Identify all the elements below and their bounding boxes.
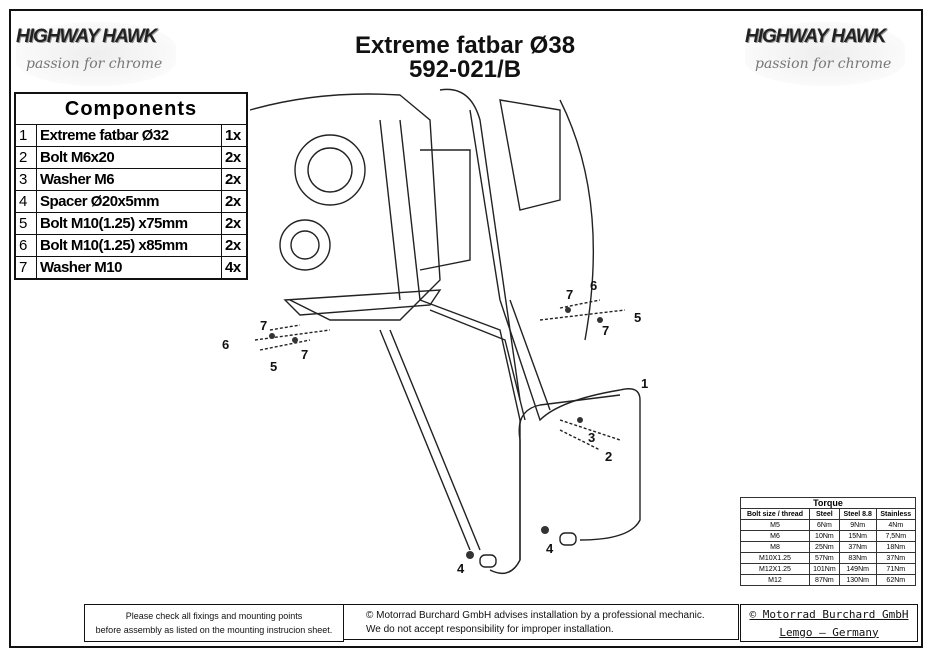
component-qty: 4x xyxy=(221,256,248,280)
component-name: Spacer Ø20x5mm xyxy=(36,190,222,213)
torque-cell: 149Nm xyxy=(838,563,877,575)
torque-header: Steel xyxy=(808,508,840,520)
page-border xyxy=(9,9,923,648)
component-qty: 2x xyxy=(221,234,248,257)
advice-line-1: © Motorrad Burchard GmbH advises install… xyxy=(366,609,705,621)
torque-cell: 7,5Nm xyxy=(875,530,917,542)
check-line-2: before assembly as listed on the mountin… xyxy=(95,625,333,635)
company-location: Lemgo – Germany xyxy=(779,625,879,639)
part-callout: 6 xyxy=(222,337,230,352)
torque-header: Bolt size / thread xyxy=(740,508,810,520)
part-callout: 7 xyxy=(260,318,268,333)
footer-advice: © Motorrad Burchard GmbH advises install… xyxy=(343,604,739,640)
part-callout: 7 xyxy=(602,323,610,338)
torque-cell: M6 xyxy=(740,530,810,542)
part-callout: 2 xyxy=(605,449,613,464)
part-callout: 4 xyxy=(546,541,554,556)
component-name: Washer M6 xyxy=(36,168,222,191)
component-qty: 1x xyxy=(221,124,248,147)
torque-cell: 71Nm xyxy=(875,563,917,575)
engine-cover xyxy=(294,134,366,206)
part-callout: 7 xyxy=(566,287,574,302)
torque-cell: 9Nm xyxy=(838,519,877,531)
torque-cell: 87Nm xyxy=(808,574,840,586)
torque-header: Stainless xyxy=(875,508,917,520)
frame-outline xyxy=(249,93,441,321)
part-callout: 5 xyxy=(270,359,278,374)
page-title: Extreme fatbar Ø38 xyxy=(354,32,576,59)
torque-cell: 6Nm xyxy=(808,519,840,531)
torque-cell: 130Nm xyxy=(838,574,877,586)
torque-cell: M10X1.25 xyxy=(740,552,810,564)
footer-company: © Motorrad Burchard GmbH Lemgo – Germany xyxy=(740,604,918,642)
check-line-1: Please check all fixings and mounting po… xyxy=(125,611,303,621)
component-qty: 2x xyxy=(221,168,248,191)
torque-cell: 83Nm xyxy=(838,552,877,564)
torque-cell: M12X1.25 xyxy=(740,563,810,575)
components-title: Components xyxy=(14,92,248,125)
bolt-axes xyxy=(254,299,626,351)
torque-cell: 10Nm xyxy=(808,530,840,542)
component-name: Bolt M10(1.25) x85mm xyxy=(36,234,222,257)
company-name: © Motorrad Burchard GmbH xyxy=(749,607,909,621)
torque-header: Steel 8.8 xyxy=(838,508,877,520)
torque-cell: M12 xyxy=(740,574,810,586)
component-name: Washer M10 xyxy=(36,256,222,280)
torque-cell: 37Nm xyxy=(838,541,877,553)
part-callout: 3 xyxy=(588,430,596,445)
torque-title: Torque xyxy=(740,497,916,509)
torque-cell: 25Nm xyxy=(808,541,840,553)
torque-cell: 4Nm xyxy=(875,519,917,531)
footer-check-note: Please check all fixings and mounting po… xyxy=(84,604,344,642)
component-qty: 2x xyxy=(221,146,248,169)
component-qty: 2x xyxy=(221,190,248,213)
torque-cell: 57Nm xyxy=(808,552,840,564)
torque-cell: 101Nm xyxy=(808,563,840,575)
torque-cell: 37Nm xyxy=(875,552,917,564)
fatbar-left-leg xyxy=(379,329,481,551)
component-no: 7 xyxy=(14,256,37,280)
torque-cell: M8 xyxy=(740,541,810,553)
part-callout: 7 xyxy=(301,347,309,362)
torque-cell: 62Nm xyxy=(875,574,917,586)
advice-line-2: We do not accept responsibility for impr… xyxy=(366,623,614,635)
part-callout: 4 xyxy=(457,561,465,576)
part-number: 592-021/B xyxy=(408,56,522,83)
torque-cell: M5 xyxy=(740,519,810,531)
torque-cell: 15Nm xyxy=(838,530,877,542)
fatbar-right xyxy=(499,299,641,541)
part-callout: 6 xyxy=(590,278,598,293)
part-callout: 1 xyxy=(641,376,649,391)
part-callout: 5 xyxy=(634,310,642,325)
torque-cell: 18Nm xyxy=(875,541,917,553)
component-name: Bolt M6x20 xyxy=(36,146,222,169)
component-name: Extreme fatbar Ø32 xyxy=(36,124,222,147)
component-qty: 2x xyxy=(221,212,248,235)
